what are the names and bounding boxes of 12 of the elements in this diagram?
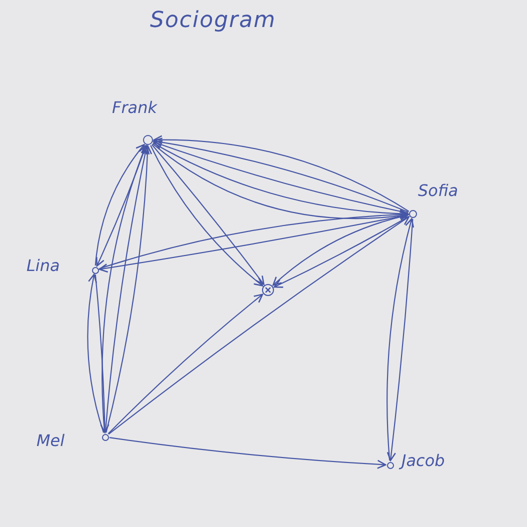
person-name: Sofia xyxy=(418,181,458,200)
crossed-circle xyxy=(262,284,274,296)
arrow xyxy=(87,274,104,433)
arrow xyxy=(94,274,110,434)
person-name: Mel xyxy=(36,430,65,450)
arrow xyxy=(109,437,386,469)
diagram-title: Sociogram xyxy=(150,8,276,33)
arrow xyxy=(108,216,410,435)
person-name: Frank xyxy=(112,98,157,117)
person-name: Jacob xyxy=(402,450,445,470)
arrow xyxy=(108,294,264,434)
person-name: Lina xyxy=(26,256,60,274)
